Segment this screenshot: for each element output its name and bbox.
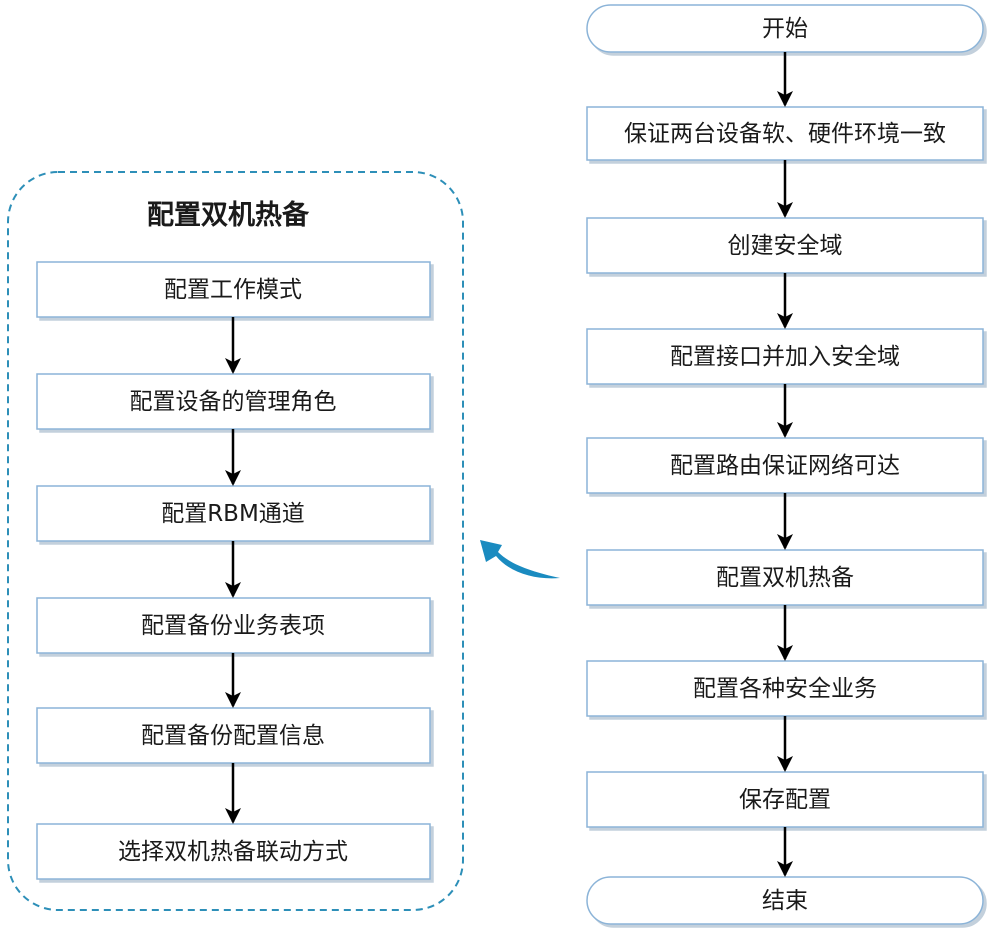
- detail-step: [36, 823, 431, 880]
- main-step: [586, 549, 984, 606]
- detail-step-label: 配置备份业务表项: [141, 613, 325, 639]
- main-step: [586, 217, 984, 274]
- detail-step-label: 配置RBM通道: [161, 501, 305, 527]
- detail-step: [36, 373, 431, 430]
- expand-arrow-icon: [480, 540, 560, 579]
- main-step-label: 配置双机热备: [716, 565, 854, 591]
- main-step: [586, 771, 984, 828]
- end-terminator: [586, 876, 984, 925]
- main-step-label: 配置各种安全业务: [693, 676, 877, 702]
- detail-step: [36, 485, 431, 542]
- detail-group-container: [7, 171, 464, 911]
- main-step-label: 创建安全域: [728, 233, 843, 259]
- main-step-label: 保存配置: [739, 787, 831, 813]
- detail-group-title: 配置双机热备: [147, 200, 310, 231]
- main-step: [586, 106, 984, 161]
- main-step-label: 配置接口并加入安全域: [670, 344, 900, 370]
- end-label: 结束: [762, 888, 808, 914]
- main-step-label: 保证两台设备软、硬件环境一致: [624, 121, 946, 147]
- main-step: [586, 437, 984, 494]
- detail-step-label: 选择双机热备联动方式: [118, 839, 348, 865]
- detail-step-label: 配置工作模式: [164, 277, 302, 303]
- detail-step-label: 配置设备的管理角色: [130, 389, 337, 415]
- main-step: [586, 328, 984, 385]
- start-label: 开始: [762, 16, 808, 42]
- detail-step-label: 配置备份配置信息: [141, 723, 325, 749]
- main-step-label: 配置路由保证网络可达: [670, 453, 900, 479]
